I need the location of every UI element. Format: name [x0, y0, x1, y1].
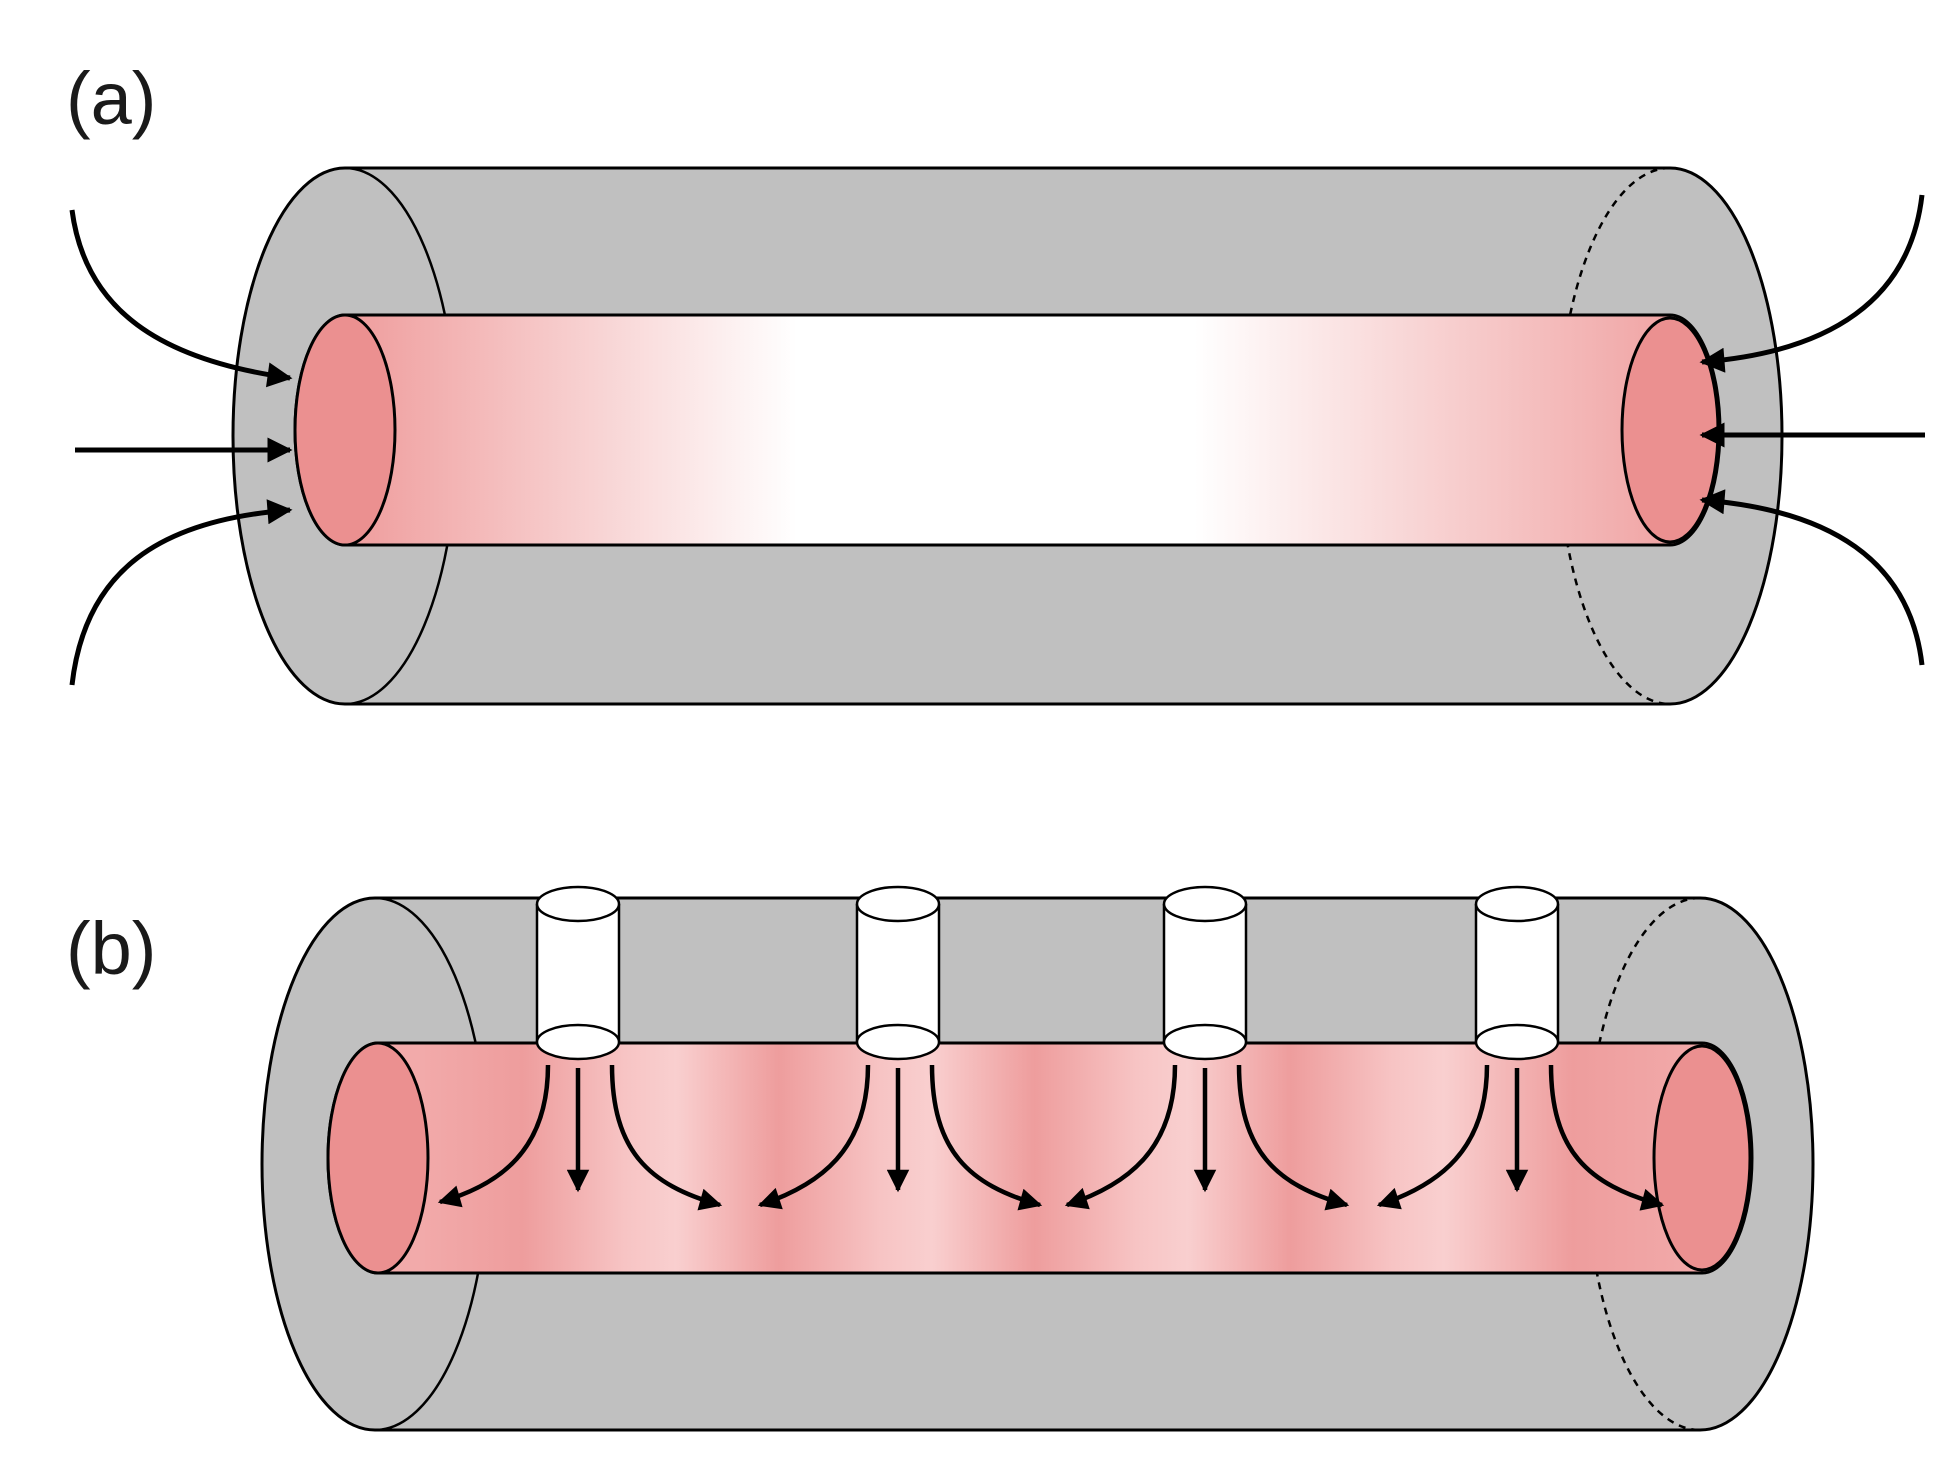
inner-channel-a	[293, 313, 1722, 547]
flow-arrow-icon	[1064, 1064, 1178, 1210]
flow-arrow-icon	[69, 209, 293, 388]
inner-channel-far-face-a	[1620, 316, 1720, 544]
panel-label-a: (a)	[66, 57, 157, 140]
panel-a-diagram	[69, 166, 1925, 706]
panel-label-b: (b)	[66, 907, 157, 990]
flow-arrow-icon	[609, 1064, 723, 1211]
flow-arrow-icon	[1376, 1064, 1490, 1210]
port-flow-arrows-1	[437, 1064, 723, 1211]
flow-arrow-icon	[929, 1064, 1043, 1211]
inlet-port-icon	[1474, 885, 1560, 1061]
flow-arrow-icon	[1699, 489, 1925, 666]
flow-arrow-icon	[437, 1064, 551, 1208]
flow-arrow-icon	[69, 499, 293, 686]
inlet-port-icon	[855, 885, 941, 1061]
port-flow-arrows-2	[757, 1064, 1043, 1211]
inner-channel-near-face-a	[293, 313, 397, 547]
flow-arrow-icon	[1699, 194, 1925, 373]
port-flow-arrows-3	[1064, 1064, 1350, 1211]
inlet-port-icon	[1162, 885, 1248, 1061]
port-flow-arrows-4	[1376, 1064, 1665, 1211]
flow-arrow-icon	[757, 1064, 871, 1210]
inlet-port-icon	[535, 885, 621, 1061]
flow-arrow-icon	[1548, 1064, 1665, 1211]
flow-arrow-icon	[1236, 1064, 1350, 1211]
panel-b-diagram	[260, 885, 1815, 1432]
inner-channel-b	[326, 1041, 1754, 1275]
inner-channel-near-face-b	[326, 1041, 430, 1275]
inner-channel-far-face-b	[1652, 1044, 1752, 1272]
